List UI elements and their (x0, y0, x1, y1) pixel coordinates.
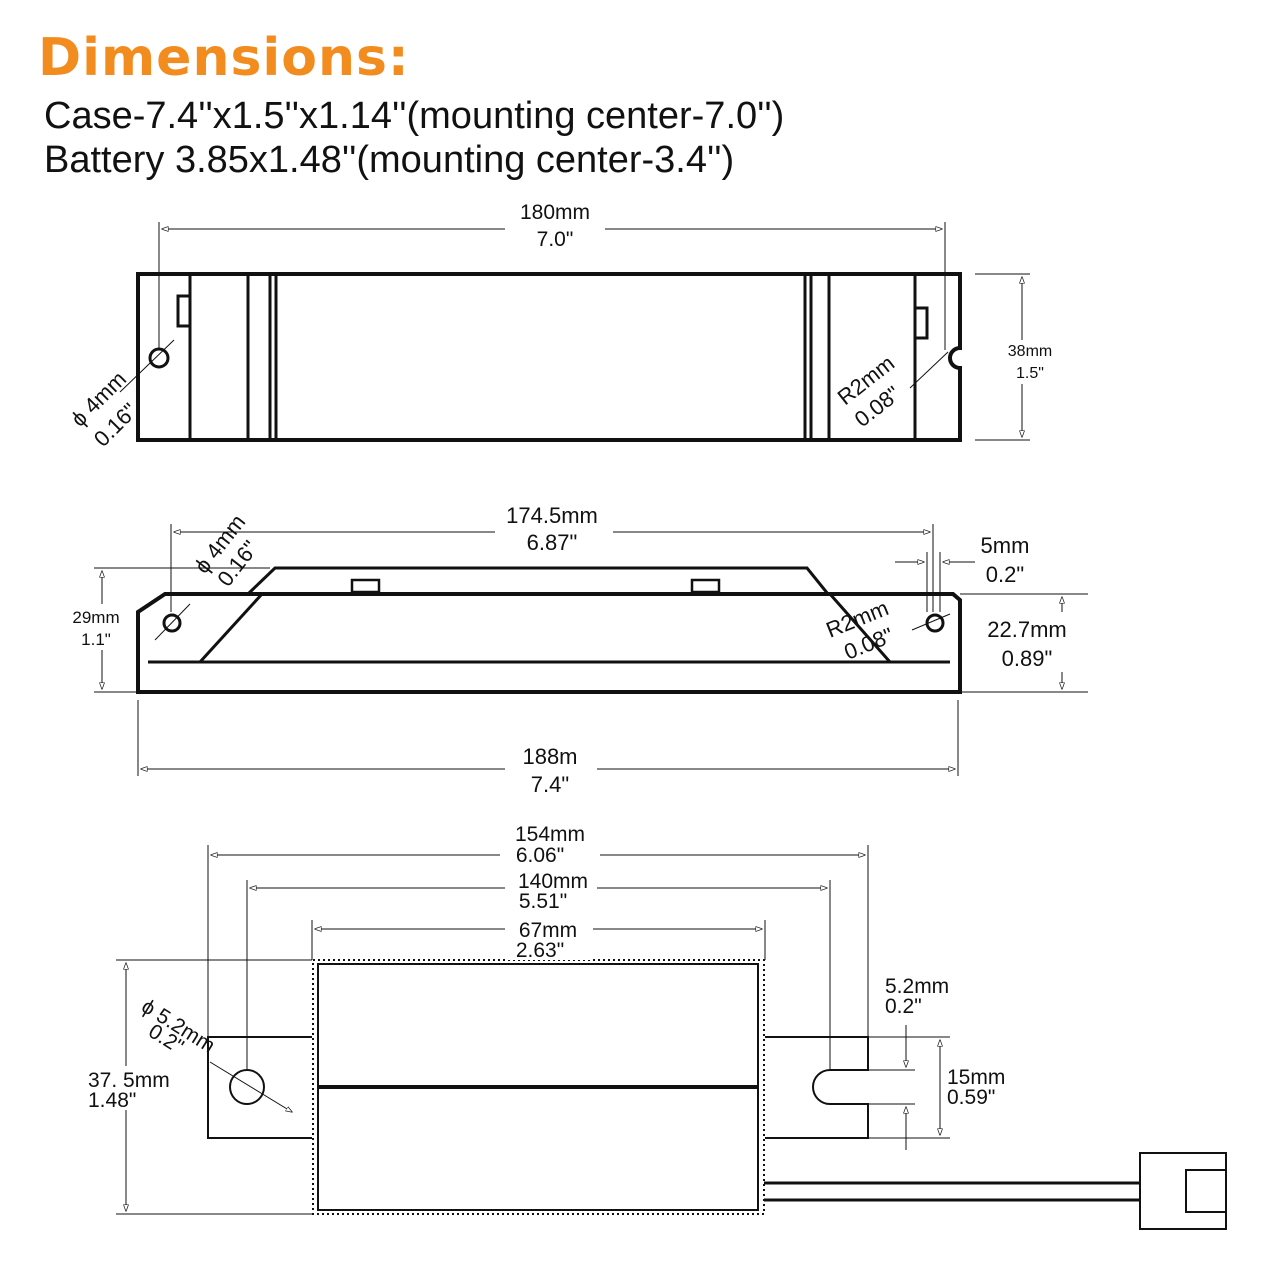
side-height-in: 1.1" (81, 630, 111, 649)
top-view: 180mm 7.0" 38mm 1.5" ϕ 4mm 0.16" R2mm 0.… (66, 198, 1056, 452)
top-height-mm: 38mm (1008, 343, 1052, 360)
page-title: Dimensions: (38, 28, 410, 88)
top-case-outline (136, 272, 962, 442)
side-flange-mm: 22.7mm (987, 617, 1066, 642)
battery-slot-mm: 5.2mm (885, 975, 949, 998)
side-view: 174.5mm 6.87" ϕ 4mm 0.16" 5mm 0.2" 29mm … (60, 503, 1088, 798)
battery-dimension-lines (116, 845, 950, 1215)
side-edge-in: 0.2" (986, 562, 1024, 587)
battery-pack (312, 959, 765, 1215)
side-center-in: 6.87" (527, 530, 578, 555)
battery-center-in: 5.51" (519, 890, 567, 913)
side-edge-mm: 5mm (981, 533, 1030, 558)
battery-slot-in: 0.2" (885, 995, 922, 1018)
battery-center-mm: 140mm (518, 870, 588, 893)
case-dimensions-text: Case-7.4''x1.5''x1.14''(mounting center-… (44, 95, 785, 137)
battery-view: 154mm 6.06" 140mm 5.51" 67mm 2.63" ϕ 5.2… (84, 820, 1227, 1230)
side-height-mm: 29mm (72, 608, 119, 627)
battery-height-mm: 37. 5mm (88, 1069, 170, 1092)
battery-pack-mm: 67mm (519, 919, 577, 942)
battery-connector (1139, 1152, 1227, 1230)
top-height-in: 1.5" (1016, 365, 1044, 382)
battery-overall-in: 6.06" (516, 844, 564, 867)
battery-tab-in: 0.59" (947, 1086, 995, 1109)
battery-height-in: 1.48" (88, 1089, 136, 1112)
battery-overall-mm: 154mm (515, 823, 585, 846)
side-center-mm: 174.5mm (506, 503, 598, 528)
battery-pack-in: 2.63" (516, 939, 564, 962)
top-length-in: 7.0" (537, 228, 574, 251)
battery-tab-mm: 15mm (947, 1066, 1005, 1089)
side-length-in: 7.4" (531, 772, 569, 797)
side-flange-in: 0.89" (1002, 646, 1053, 671)
top-length-mm: 180mm (520, 201, 590, 224)
battery-dimensions-text: Battery 3.85x1.48''(mounting center-3.4'… (44, 139, 735, 181)
side-length-mm: 188m (522, 744, 577, 769)
battery-wire (764, 1181, 1140, 1202)
